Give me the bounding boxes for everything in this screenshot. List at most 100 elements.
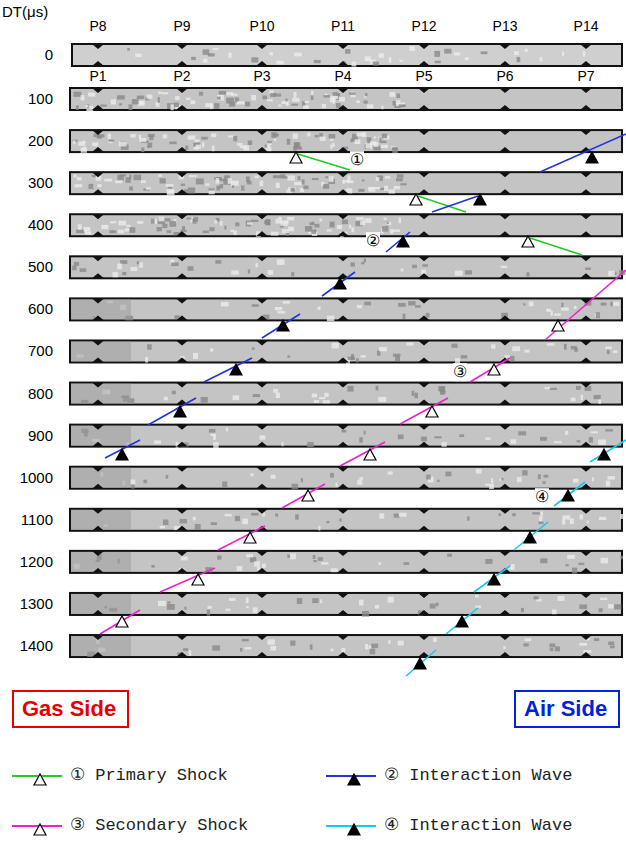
time-label: 400 (28, 217, 53, 234)
open-triangle (302, 490, 314, 501)
image-shade (71, 384, 131, 404)
image-grain (262, 564, 266, 568)
port-notch (580, 442, 592, 447)
image-grain (398, 434, 404, 439)
strip-frame (70, 256, 622, 278)
image-grain (445, 472, 451, 477)
image-grain (596, 312, 600, 318)
image-grain (364, 259, 366, 262)
image-strip (70, 88, 622, 111)
open-triangle (244, 532, 256, 543)
image-grain (226, 98, 234, 104)
image-strip (70, 551, 623, 574)
wave-line (432, 196, 478, 212)
image-grain (543, 475, 548, 478)
port-label: P5 (415, 69, 432, 84)
image-grain (169, 142, 176, 145)
image-grain (196, 179, 204, 185)
image-grain (100, 105, 106, 107)
image-grain (190, 100, 195, 104)
image-grain (212, 146, 215, 152)
time-label: 600 (28, 301, 53, 318)
image-grain (613, 302, 619, 306)
image-grain (320, 137, 326, 141)
image-grain (365, 93, 368, 96)
image-grain (176, 442, 179, 448)
image-grain (110, 221, 116, 223)
image-shade (71, 341, 131, 361)
wave-line (100, 610, 140, 634)
image-grain (81, 95, 85, 100)
image-grain (292, 484, 298, 489)
image-grain (600, 598, 607, 600)
image-grain (581, 395, 583, 400)
image-grain (323, 95, 329, 97)
port-notch (176, 256, 188, 261)
port-notch (337, 147, 349, 152)
image-grain (330, 222, 335, 228)
image-grain (364, 100, 368, 103)
image-grain (583, 51, 586, 57)
port-notch (418, 273, 430, 278)
image-shade (71, 468, 131, 488)
image-grain (115, 180, 122, 183)
image-grain (219, 91, 227, 95)
image-grain (485, 438, 490, 440)
image-grain (365, 56, 371, 61)
port-notch (176, 231, 188, 236)
port-notch (499, 635, 511, 640)
image-grain (268, 270, 273, 275)
image-grain (203, 231, 209, 233)
image-grain (293, 133, 298, 138)
image-grain (137, 221, 143, 224)
image-grain (376, 386, 379, 391)
wave-line (298, 154, 350, 170)
port-notch (580, 593, 592, 598)
image-grain (565, 431, 568, 435)
image-grain (348, 357, 355, 360)
image-grain (288, 227, 294, 232)
port-label: P2 (173, 69, 190, 84)
port-notch (176, 214, 188, 219)
time-label: 700 (28, 343, 53, 360)
image-grain (356, 358, 359, 362)
port-notch (92, 652, 104, 657)
legend-text: ① Primary Shock (70, 767, 228, 786)
image-grain (127, 225, 131, 227)
image-grain (333, 92, 338, 96)
strip-frame (70, 593, 622, 615)
image-grain (203, 59, 207, 63)
port-notch (418, 298, 430, 303)
image-grain (312, 178, 319, 180)
image-grain (414, 393, 418, 399)
port-notch (92, 130, 104, 135)
legend-text: ③ Secondary Shock (70, 817, 248, 836)
image-grain (465, 57, 469, 60)
image-grain (320, 599, 322, 603)
port-notch (499, 105, 511, 110)
image-grain (388, 597, 394, 603)
image-grain (134, 175, 142, 180)
image-grain (550, 648, 554, 651)
image-grain (512, 513, 516, 516)
port-notch (256, 568, 268, 573)
port-notch (499, 147, 511, 152)
image-grain (254, 561, 260, 566)
image-grain (245, 102, 250, 107)
image-grain (185, 146, 188, 150)
image-grain (430, 604, 436, 609)
time-label: 500 (28, 259, 53, 276)
image-grain (235, 222, 239, 226)
image-grain (307, 132, 310, 136)
port-notch (176, 273, 188, 278)
image-grain (301, 478, 303, 482)
image-grain (145, 357, 148, 363)
image-grain (246, 221, 251, 227)
image-grain (335, 483, 337, 487)
image-grain (311, 95, 314, 100)
image-grain (278, 217, 281, 219)
port-notch (580, 400, 592, 405)
filled-triangle (586, 152, 598, 163)
filled-triangle (174, 406, 186, 417)
open-triangle (522, 236, 534, 247)
